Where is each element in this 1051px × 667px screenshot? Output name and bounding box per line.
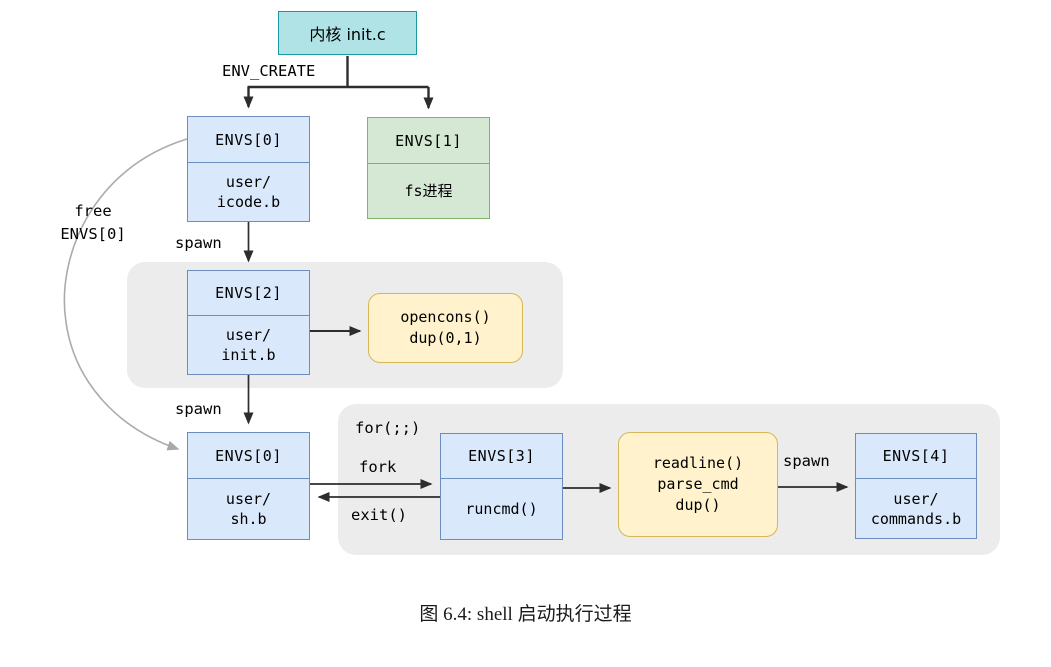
figure-caption: 图 6.4: shell 启动执行过程 — [419, 604, 632, 625]
envs2-body: user/ init.b — [188, 315, 309, 374]
envs0-bottom-body: user/ sh.b — [188, 478, 309, 539]
envs2-box: ENVS[2] user/ init.b — [187, 270, 310, 375]
envs0-top-header: ENVS[0] — [215, 130, 282, 149]
envs0-bottom-header: ENVS[0] — [215, 446, 282, 465]
readline-callout: readline() parse_cmd dup() — [618, 432, 778, 537]
env-create-label: ENV_CREATE — [222, 62, 316, 80]
envs3-header: ENVS[3] — [468, 447, 535, 465]
envs0-bottom-box: ENVS[0] user/ sh.b — [187, 432, 310, 540]
spawn-label-1: spawn — [175, 234, 222, 252]
envs3-box: ENVS[3] runcmd() — [440, 433, 563, 540]
spawn-label-3: spawn — [783, 452, 830, 470]
envs1-box: ENVS[1] fs进程 — [367, 117, 490, 219]
for-loop-label: for(;;) — [355, 419, 421, 437]
exit-label: exit() — [351, 506, 407, 524]
fork-label: fork — [359, 458, 397, 476]
envs1-body: fs进程 — [368, 163, 489, 218]
envs1-header: ENVS[1] — [395, 131, 462, 150]
kernel-init-box: 内核 init.c — [278, 11, 417, 55]
envs4-header: ENVS[4] — [882, 447, 950, 465]
spawn-label-2: spawn — [175, 400, 222, 418]
envs0-top-body: user/ icode.b — [188, 162, 309, 221]
envs4-body: user/ commands.b — [856, 478, 976, 538]
kernel-init-label: 内核 init.c — [309, 25, 386, 44]
free-envs0-label: free ENVS[0] — [60, 202, 126, 243]
envs3-body: runcmd() — [441, 478, 562, 539]
envs0-top-box: ENVS[0] user/ icode.b — [187, 116, 310, 222]
envs4-box: ENVS[4] user/ commands.b — [855, 433, 977, 539]
opencons-callout: opencons() dup(0,1) — [368, 293, 523, 363]
envs2-header: ENVS[2] — [215, 284, 282, 302]
